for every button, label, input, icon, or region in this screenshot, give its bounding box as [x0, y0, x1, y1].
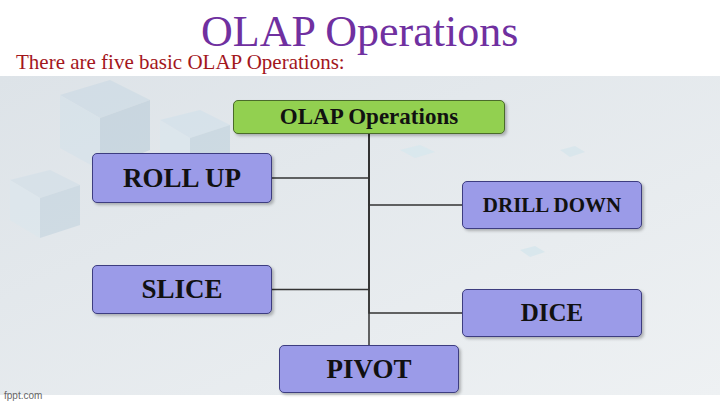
connector-line [272, 134, 369, 290]
box-label: SLICE [141, 274, 222, 305]
box-label: DICE [521, 299, 584, 327]
decorative-cubes [10, 80, 585, 257]
operation-box: SLICE [92, 265, 272, 314]
subtitle: There are five basic OLAP Operations: [16, 50, 345, 75]
panel [0, 76, 720, 396]
footer-watermark: fppt.com [4, 390, 42, 401]
connector-line [369, 134, 462, 313]
operation-box: PIVOT [279, 345, 459, 393]
title: OLAP Operations [201, 6, 518, 57]
box-label: PIVOT [327, 354, 412, 385]
operation-box: DICE [462, 289, 642, 337]
connector-line [272, 134, 369, 178]
connector-line [368, 134, 370, 345]
connector-line [369, 134, 462, 205]
box-label: ROLL UP [123, 163, 241, 194]
operation-box: ROLL UP [92, 153, 272, 203]
operation-box: DRILL DOWN [462, 181, 642, 229]
box-label: DRILL DOWN [483, 193, 621, 218]
root-box: OLAP Operations [233, 100, 505, 134]
box-label: OLAP Operations [280, 104, 458, 130]
